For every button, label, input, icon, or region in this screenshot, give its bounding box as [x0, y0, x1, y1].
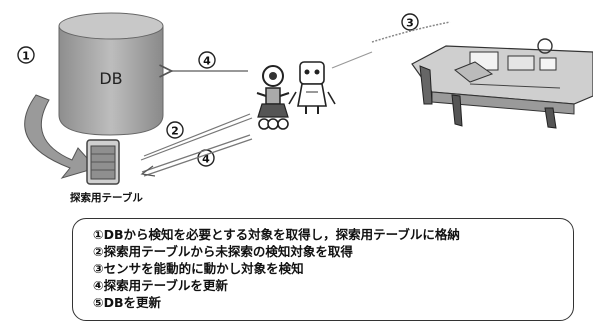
step-5: ⑤DBを更新	[93, 295, 161, 310]
svg-text:1: 1	[22, 50, 30, 63]
table-caption: 探索用テーブル	[70, 192, 143, 204]
desk-scene	[411, 38, 593, 129]
step-list-box: ①DBから検知を必要とする対象を取得し，探索用テーブルに格納 ②探索用テーブルか…	[72, 218, 574, 321]
arrow-table-to-robot	[140, 113, 253, 161]
svg-text:2: 2	[171, 125, 179, 138]
arrow-robot-to-table	[140, 134, 253, 177]
marker-2: 2	[166, 121, 184, 139]
robot-icon	[256, 65, 290, 130]
db-label: DB	[99, 69, 122, 88]
step-4: ④探索用テーブルを更新	[93, 278, 228, 293]
database-cylinder: DB	[58, 12, 164, 136]
step-2: ②探索用テーブルから未探索の検知対象を取得	[93, 244, 353, 259]
sensor-path-line-lower	[331, 51, 373, 69]
marker-3: 3	[401, 13, 419, 31]
svg-text:4: 4	[202, 153, 210, 166]
sensor-path-line	[371, 21, 451, 43]
marker-1: 1	[17, 46, 35, 64]
marker-4-top: 4	[198, 51, 216, 69]
table-screen-icon	[86, 139, 120, 185]
step-3: ③センサを能動的に動かし対象を検知	[93, 261, 304, 276]
robot-icon	[288, 61, 336, 114]
svg-text:3: 3	[406, 17, 414, 30]
step-1: ①DBから検知を必要とする対象を取得し，探索用テーブルに格納	[93, 227, 460, 242]
svg-text:4: 4	[203, 55, 211, 68]
